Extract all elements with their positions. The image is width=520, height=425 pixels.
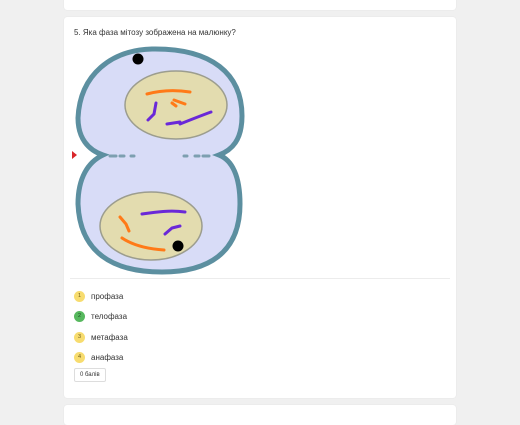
option-label: метафаза	[91, 332, 128, 342]
option-label: анафаза	[91, 353, 124, 363]
next-question-card	[64, 405, 456, 425]
option-4[interactable]: 4 анафаза	[74, 348, 128, 369]
option-label: профаза	[91, 291, 124, 301]
question-card: 5. Яка фаза мітозу зображена на малюнку?	[64, 17, 456, 398]
answer-options: 1 профаза 2 телофаза 3 метафаза 4 анафаз…	[74, 286, 128, 368]
option-2-correct[interactable]: 2 телофаза	[74, 307, 128, 328]
divider	[70, 278, 450, 279]
score-badge: 0 балів	[74, 368, 106, 382]
option-label: телофаза	[91, 312, 128, 322]
option-1[interactable]: 1 профаза	[74, 286, 128, 307]
option-3[interactable]: 3 метафаза	[74, 327, 128, 348]
telophase-cell-image	[72, 44, 256, 278]
option-number-badge: 2	[74, 311, 85, 323]
previous-question-card	[64, 0, 456, 10]
option-number-badge: 3	[74, 331, 85, 343]
option-number-badge: 1	[74, 290, 85, 302]
option-number-badge: 4	[74, 352, 85, 364]
question-text: 5. Яка фаза мітозу зображена на малюнку?	[74, 28, 236, 37]
